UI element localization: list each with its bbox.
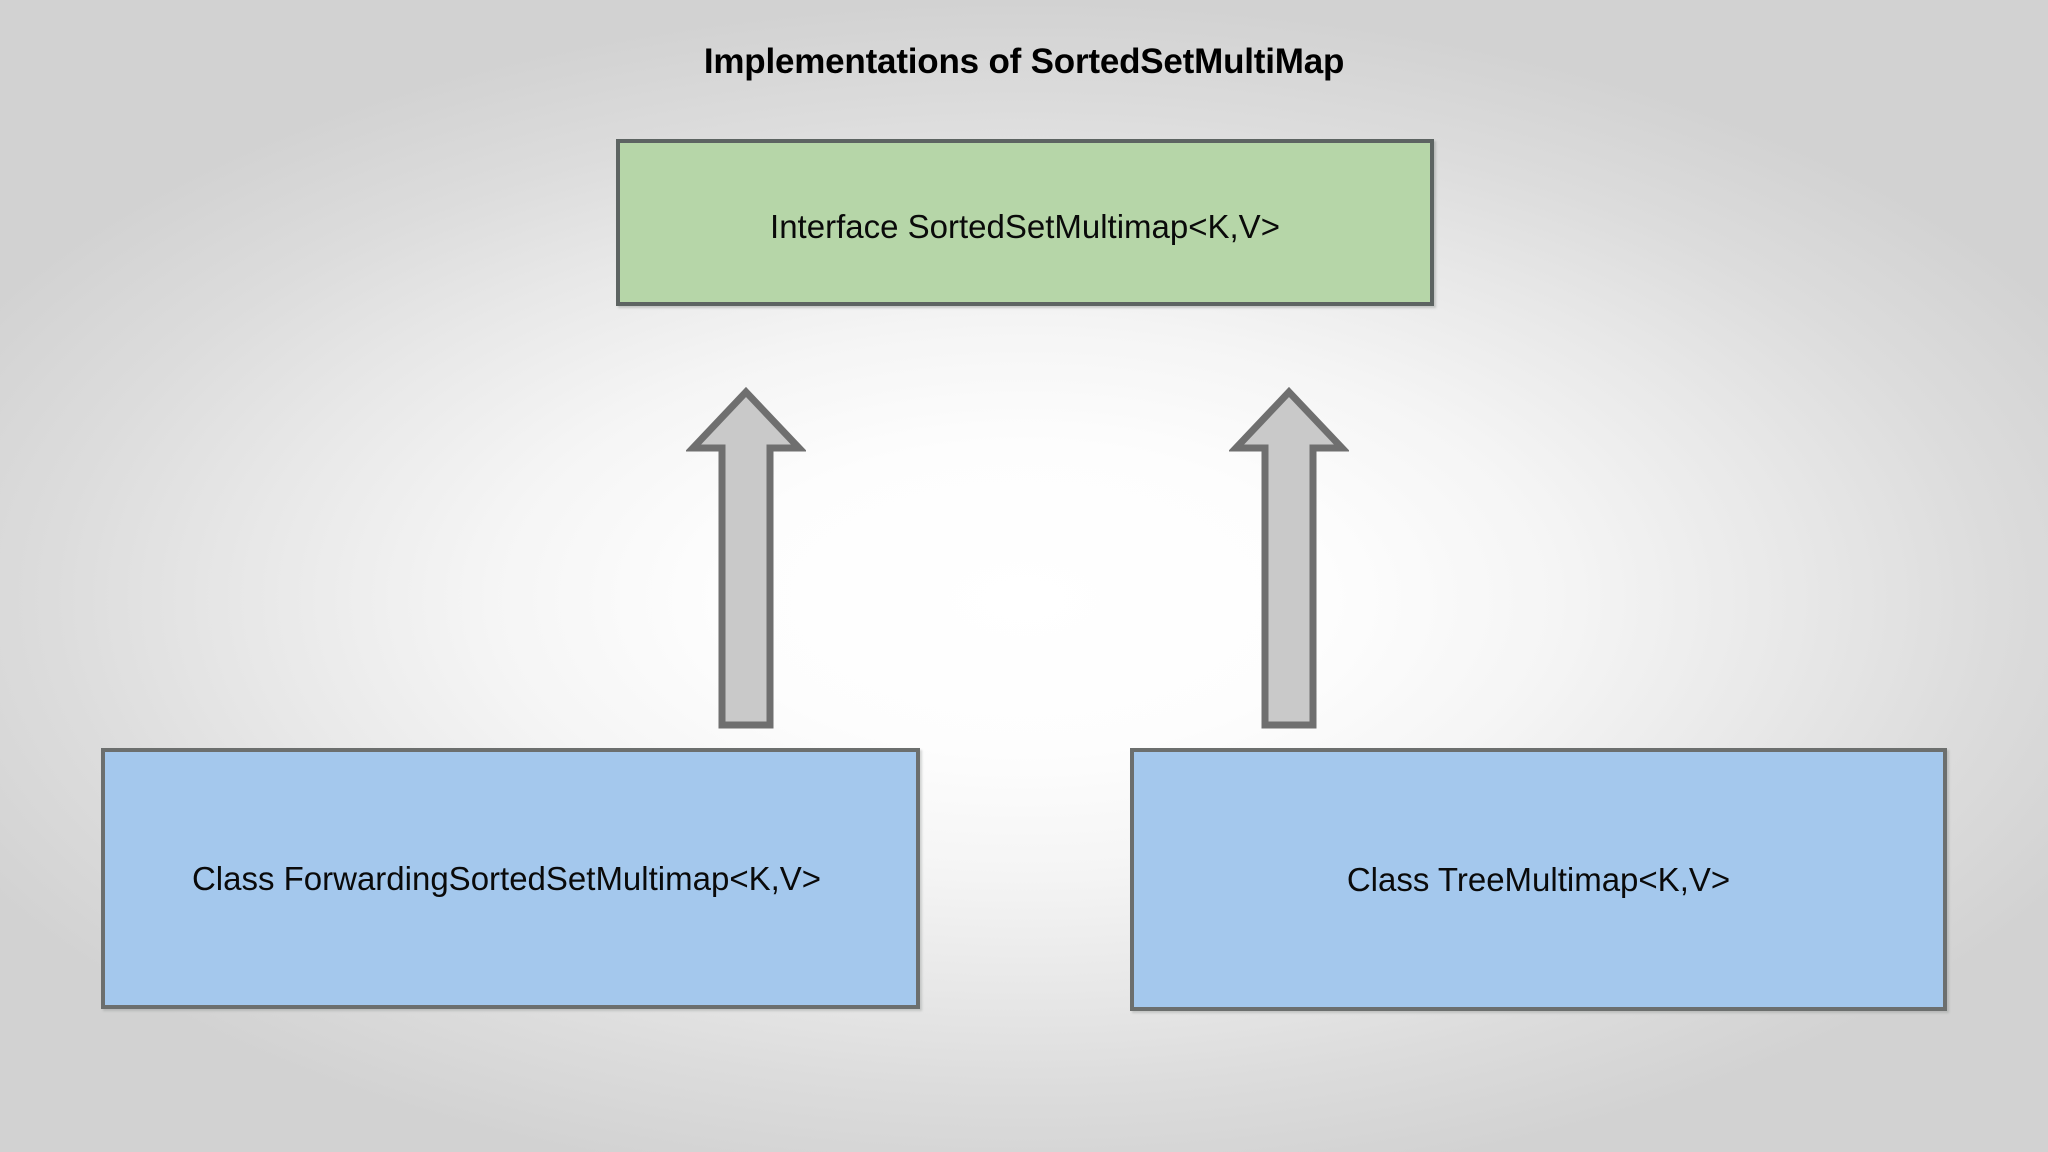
class-node-label-treemultimap: Class TreeMultimap<K,V> bbox=[1346, 860, 1731, 898]
interface-node-sortedsetmultimap[interactable]: Interface SortedSetMultimap<K,V> bbox=[616, 139, 1434, 306]
block-arrow-up-icon bbox=[1229, 386, 1349, 729]
block-arrow-up-icon bbox=[686, 386, 806, 729]
interface-node-label: Interface SortedSetMultimap<K,V> bbox=[770, 207, 1280, 245]
class-node-label-forwarding: Class ForwardingSortedSetMultimap<K,V> bbox=[191, 859, 822, 897]
class-node-treemultimap[interactable]: Class TreeMultimap<K,V> bbox=[1130, 748, 1947, 1011]
class-node-forwardingsortedsetmultimap[interactable]: Class ForwardingSortedSetMultimap<K,V> bbox=[101, 748, 920, 1009]
diagram-title: Implementations of SortedSetMultiMap bbox=[703, 42, 1345, 81]
implements-arrow-treemultimap-icon bbox=[1229, 386, 1349, 729]
implements-arrow-forwarding-icon bbox=[686, 386, 806, 729]
